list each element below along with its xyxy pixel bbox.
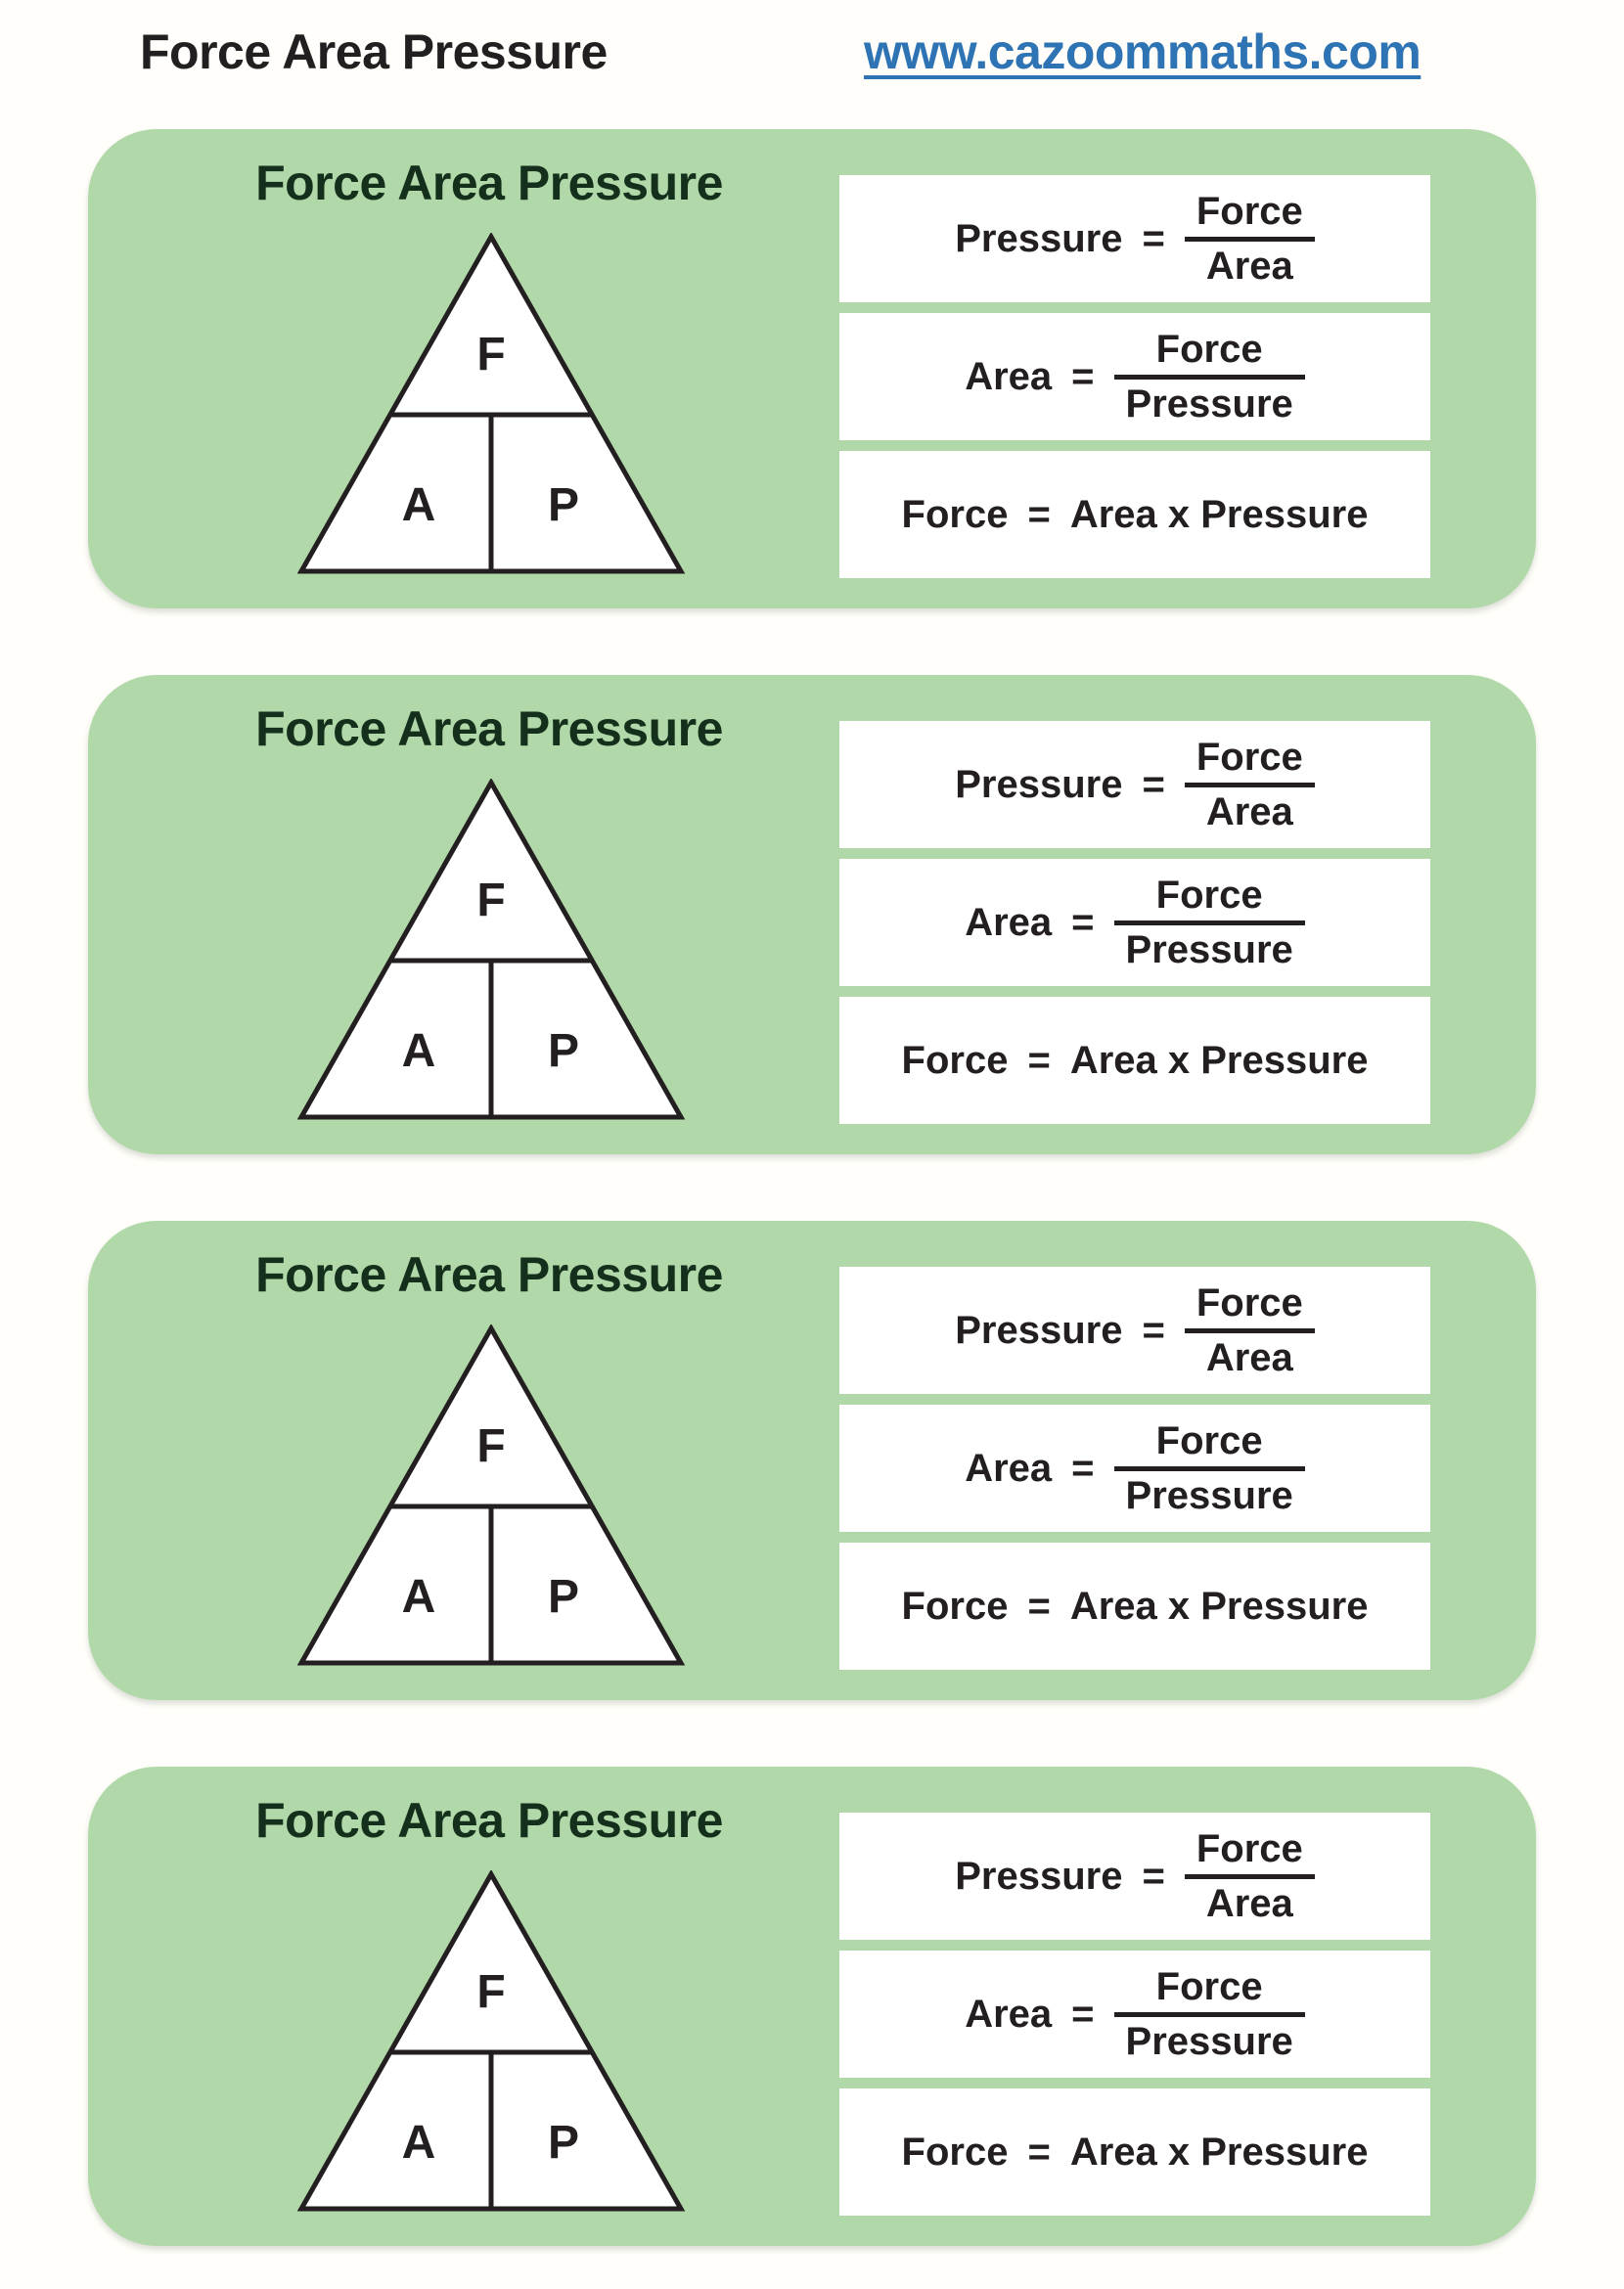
website-link[interactable]: www.cazoommaths.com bbox=[864, 24, 1421, 79]
formula-card: Force Area Pressure F A P Pressure = For… bbox=[88, 1767, 1536, 2246]
formula-card: Force Area Pressure F A P Pressure = For… bbox=[88, 675, 1536, 1154]
formula-pressure-equals: = bbox=[1142, 762, 1165, 806]
formula-pressure-lhs: Pressure bbox=[955, 1308, 1123, 1352]
formula-pressure: Pressure = Force Area bbox=[839, 721, 1430, 848]
formula-area-lhs: Area bbox=[965, 354, 1053, 398]
formula-pressure-equals: = bbox=[1142, 1308, 1165, 1352]
triangle-letter-force: F bbox=[476, 1966, 505, 2018]
formula-area-denominator: Pressure bbox=[1125, 927, 1293, 971]
formula-list: Pressure = Force Area Area = Force Press… bbox=[839, 175, 1430, 578]
formula-area: Area = Force Pressure bbox=[839, 1405, 1430, 1532]
formula-force: Force = Area x Pressure bbox=[839, 2088, 1430, 2216]
formula-card: Force Area Pressure F A P Pressure = For… bbox=[88, 129, 1536, 608]
formula-force-lhs: Force bbox=[901, 1038, 1009, 1082]
formula-triangle: F A P bbox=[296, 233, 686, 574]
card-list: Force Area Pressure F A P Pressure = For… bbox=[88, 129, 1536, 2246]
formula-force: Force = Area x Pressure bbox=[839, 1543, 1430, 1670]
card-title: Force Area Pressure bbox=[255, 156, 723, 210]
triangle-letter-pressure: P bbox=[548, 1571, 579, 1623]
formula-pressure-fraction: Force Area bbox=[1184, 190, 1315, 289]
formula-area-denominator: Pressure bbox=[1125, 382, 1293, 426]
formula-force: Force = Area x Pressure bbox=[839, 451, 1430, 578]
formula-pressure-fraction: Force Area bbox=[1184, 1827, 1315, 1926]
formula-pressure-denominator: Area bbox=[1205, 789, 1293, 833]
formula-pressure-lhs: Pressure bbox=[955, 762, 1123, 806]
formula-pressure-numerator: Force bbox=[1184, 736, 1315, 787]
formula-force-lhs: Force bbox=[901, 1584, 1009, 1628]
formula-triangle: F A P bbox=[296, 1324, 686, 1666]
formula-area-numerator: Force bbox=[1113, 1419, 1305, 1471]
triangle-letter-pressure: P bbox=[548, 479, 579, 531]
formula-pressure-equals: = bbox=[1142, 216, 1165, 260]
formula-pressure-fraction: Force Area bbox=[1184, 736, 1315, 834]
formula-force-equals: = bbox=[1027, 2130, 1051, 2174]
formula-area-denominator: Pressure bbox=[1125, 1473, 1293, 1517]
formula-force-lhs: Force bbox=[901, 2130, 1009, 2174]
triangle-letter-area: A bbox=[402, 1571, 436, 1623]
card-title: Force Area Pressure bbox=[255, 701, 723, 756]
triangle-letter-pressure: P bbox=[548, 1025, 579, 1077]
triangle-letter-force: F bbox=[476, 875, 505, 926]
formula-triangle: F A P bbox=[296, 1870, 686, 2212]
formula-area-equals: = bbox=[1071, 1446, 1095, 1490]
formula-area-lhs: Area bbox=[965, 1992, 1053, 2036]
formula-force-rhs: Area x Pressure bbox=[1069, 1584, 1369, 1628]
formula-force-rhs: Area x Pressure bbox=[1069, 1038, 1369, 1082]
formula-area: Area = Force Pressure bbox=[839, 1951, 1430, 2078]
formula-area: Area = Force Pressure bbox=[839, 313, 1430, 440]
page-title: Force Area Pressure bbox=[140, 24, 608, 79]
formula-area-numerator: Force bbox=[1113, 874, 1305, 925]
triangle-letter-pressure: P bbox=[548, 2117, 579, 2169]
formula-pressure-fraction: Force Area bbox=[1184, 1281, 1315, 1380]
formula-force-equals: = bbox=[1027, 1038, 1051, 1082]
triangle-letter-force: F bbox=[476, 1420, 505, 1472]
formula-list: Pressure = Force Area Area = Force Press… bbox=[839, 1267, 1430, 1670]
card-title: Force Area Pressure bbox=[255, 1247, 723, 1302]
triangle-letter-force: F bbox=[476, 329, 505, 381]
formula-pressure-numerator: Force bbox=[1184, 1827, 1315, 1879]
formula-force-lhs: Force bbox=[901, 492, 1009, 536]
formula-pressure: Pressure = Force Area bbox=[839, 175, 1430, 302]
formula-area-lhs: Area bbox=[965, 1446, 1053, 1490]
formula-area-equals: = bbox=[1071, 1992, 1095, 2036]
triangle-letter-area: A bbox=[402, 2117, 436, 2169]
formula-pressure-denominator: Area bbox=[1205, 1881, 1293, 1925]
formula-force: Force = Area x Pressure bbox=[839, 997, 1430, 1124]
formula-pressure-numerator: Force bbox=[1184, 190, 1315, 242]
formula-list: Pressure = Force Area Area = Force Press… bbox=[839, 1813, 1430, 2216]
triangle-letter-area: A bbox=[402, 479, 436, 531]
formula-area: Area = Force Pressure bbox=[839, 859, 1430, 986]
formula-pressure-lhs: Pressure bbox=[955, 1854, 1123, 1898]
formula-force-rhs: Area x Pressure bbox=[1069, 492, 1369, 536]
formula-area-lhs: Area bbox=[965, 900, 1053, 944]
formula-pressure: Pressure = Force Area bbox=[839, 1267, 1430, 1394]
formula-triangle: F A P bbox=[296, 779, 686, 1120]
formula-pressure: Pressure = Force Area bbox=[839, 1813, 1430, 1940]
formula-area-fraction: Force Pressure bbox=[1113, 1419, 1305, 1518]
formula-list: Pressure = Force Area Area = Force Press… bbox=[839, 721, 1430, 1124]
formula-area-fraction: Force Pressure bbox=[1113, 1965, 1305, 2064]
formula-area-numerator: Force bbox=[1113, 328, 1305, 380]
formula-area-denominator: Pressure bbox=[1125, 2019, 1293, 2063]
formula-pressure-equals: = bbox=[1142, 1854, 1165, 1898]
formula-area-fraction: Force Pressure bbox=[1113, 874, 1305, 972]
formula-force-equals: = bbox=[1027, 1584, 1051, 1628]
formula-force-equals: = bbox=[1027, 492, 1051, 536]
formula-pressure-denominator: Area bbox=[1205, 1335, 1293, 1379]
formula-force-rhs: Area x Pressure bbox=[1069, 2130, 1369, 2174]
formula-pressure-numerator: Force bbox=[1184, 1281, 1315, 1333]
card-title: Force Area Pressure bbox=[255, 1793, 723, 1848]
formula-area-equals: = bbox=[1071, 900, 1095, 944]
formula-area-numerator: Force bbox=[1113, 1965, 1305, 2017]
formula-pressure-lhs: Pressure bbox=[955, 216, 1123, 260]
formula-area-equals: = bbox=[1071, 354, 1095, 398]
formula-pressure-denominator: Area bbox=[1205, 244, 1293, 288]
formula-area-fraction: Force Pressure bbox=[1113, 328, 1305, 426]
triangle-letter-area: A bbox=[402, 1025, 436, 1077]
formula-card: Force Area Pressure F A P Pressure = For… bbox=[88, 1221, 1536, 1700]
